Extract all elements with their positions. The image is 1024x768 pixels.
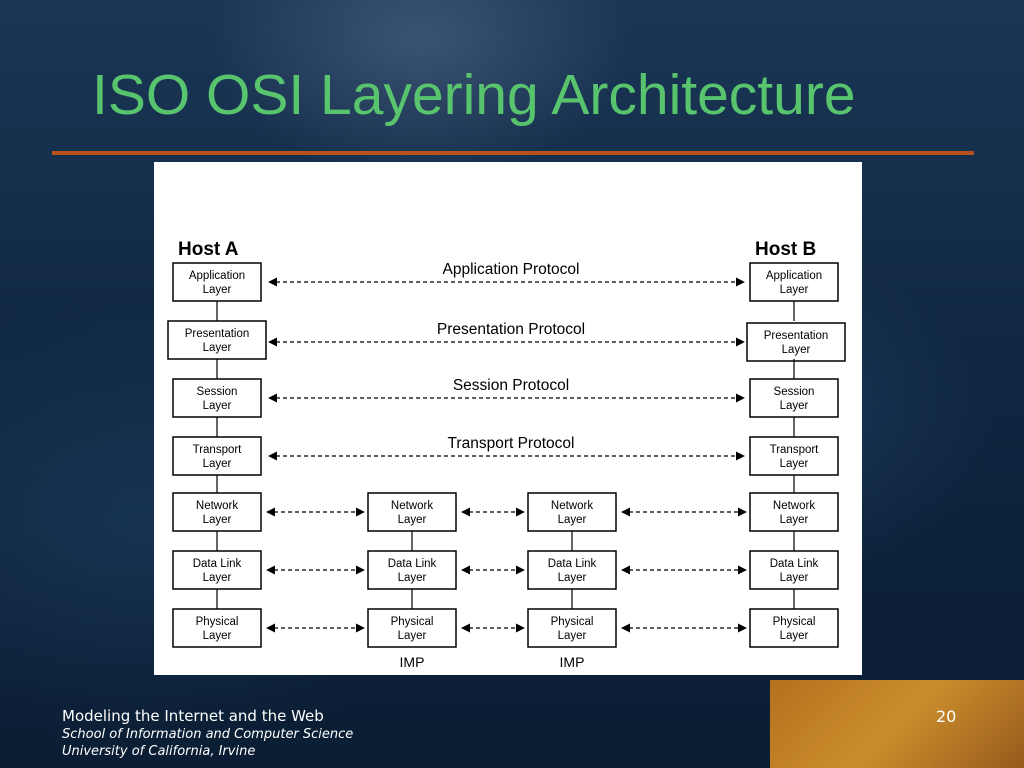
- footer-university: University of California, Irvine: [62, 744, 256, 759]
- host-a-session-layer-box: [172, 378, 262, 418]
- host-b-physical-layer-label-line2: Layer: [780, 630, 809, 642]
- page-number: 20: [936, 707, 957, 726]
- host-b-presentation-layer-box: [746, 322, 846, 362]
- imp1-physical-layer-label-line1: Physical: [391, 616, 434, 628]
- imp1-label: IMP: [400, 654, 425, 670]
- host-b-physical-layer-box: [749, 608, 839, 648]
- imp1-physical-layer-box: [367, 608, 457, 648]
- host-b-transport-layer-box: [749, 436, 839, 476]
- host-a-application-layer-box: [172, 262, 262, 302]
- presentation-protocol-label: Presentation Protocol: [437, 321, 585, 338]
- host-b-physical-layer-label-line1: Physical: [773, 616, 816, 628]
- transport-protocol-label: Transport Protocol: [448, 435, 575, 452]
- host-a-presentation-layer-label-line2: Layer: [203, 342, 232, 354]
- imp2-label: IMP: [560, 654, 585, 670]
- host-a-data-link-layer-label-line1: Data Link: [193, 558, 242, 570]
- host-a-transport-layer-box: [172, 436, 262, 476]
- host-b-application-layer-label-line2: Layer: [780, 284, 809, 296]
- host-a-data-link-layer-label-line2: Layer: [203, 572, 232, 584]
- session-protocol-label: Session Protocol: [453, 377, 569, 394]
- imp2-data-link-layer-box: [527, 550, 617, 590]
- host-a-network-layer-label-line2: Layer: [203, 514, 232, 526]
- host-a-session-layer-label-line1: Session: [197, 386, 238, 398]
- host-b-session-layer-label-line1: Session: [774, 386, 815, 398]
- host-b-data-link-layer-label-line1: Data Link: [770, 558, 819, 570]
- host-b-application-layer-label-line1: Application: [766, 270, 822, 282]
- footer-course-title: Modeling the Internet and the Web: [62, 707, 324, 725]
- host-a-label: Host A: [178, 239, 239, 260]
- host-b-session-layer-box: [749, 378, 839, 418]
- imp1-network-layer-label-line2: Layer: [398, 514, 427, 526]
- host-b-presentation-layer-label-line2: Layer: [782, 344, 811, 356]
- imp1-data-link-layer-label-line1: Data Link: [388, 558, 437, 570]
- host-a-presentation-layer-box: [167, 320, 267, 360]
- host-b-transport-layer-label-line1: Transport: [770, 444, 820, 456]
- title-divider: [52, 151, 974, 155]
- imp1-physical-layer-label-line2: Layer: [398, 630, 427, 642]
- application-protocol-label: Application Protocol: [443, 261, 580, 278]
- imp2-network-layer-label-line2: Layer: [558, 514, 587, 526]
- host-a-physical-layer-label-line1: Physical: [196, 616, 239, 628]
- host-a-data-link-layer-box: [172, 550, 262, 590]
- host-b-network-layer-label-line1: Network: [773, 500, 815, 512]
- imp2-data-link-layer-label-line1: Data Link: [548, 558, 597, 570]
- host-b-label: Host B: [755, 239, 816, 260]
- imp1-network-layer-box: [367, 492, 457, 532]
- host-a-physical-layer-label-line2: Layer: [203, 630, 232, 642]
- host-b-presentation-layer-label-line1: Presentation: [764, 330, 829, 342]
- host-a-application-layer-label-line2: Layer: [203, 284, 232, 296]
- host-a-transport-layer-label-line1: Transport: [193, 444, 243, 456]
- host-a-network-layer-box: [172, 492, 262, 532]
- slide-title: ISO OSI Layering Architecture: [92, 63, 856, 127]
- corner-accent: [770, 680, 1024, 768]
- imp1-network-layer-label-line1: Network: [391, 500, 433, 512]
- host-a-application-layer-label-line1: Application: [189, 270, 245, 282]
- host-a-physical-layer-box: [172, 608, 262, 648]
- host-b-transport-layer-label-line2: Layer: [780, 458, 809, 470]
- host-b-session-layer-label-line2: Layer: [780, 400, 809, 412]
- footer: Modeling the Internet and the Web School…: [62, 707, 353, 760]
- host-b-application-layer-box: [749, 262, 839, 302]
- host-a-session-layer-label-line2: Layer: [203, 400, 232, 412]
- imp2-physical-layer-label-line2: Layer: [558, 630, 587, 642]
- host-b-data-link-layer-label-line2: Layer: [780, 572, 809, 584]
- imp2-physical-layer-box: [527, 608, 617, 648]
- host-a-network-layer-label-line1: Network: [196, 500, 238, 512]
- host-b-network-layer-label-line2: Layer: [780, 514, 809, 526]
- imp1-data-link-layer-label-line2: Layer: [398, 572, 427, 584]
- footer-school: School of Information and Computer Scien…: [62, 727, 354, 742]
- host-a-transport-layer-label-line2: Layer: [203, 458, 232, 470]
- host-b-network-layer-box: [749, 492, 839, 532]
- host-a-presentation-layer-label-line1: Presentation: [185, 328, 250, 340]
- imp2-physical-layer-label-line1: Physical: [551, 616, 594, 628]
- imp2-data-link-layer-label-line2: Layer: [558, 572, 587, 584]
- imp2-network-layer-label-line1: Network: [551, 500, 593, 512]
